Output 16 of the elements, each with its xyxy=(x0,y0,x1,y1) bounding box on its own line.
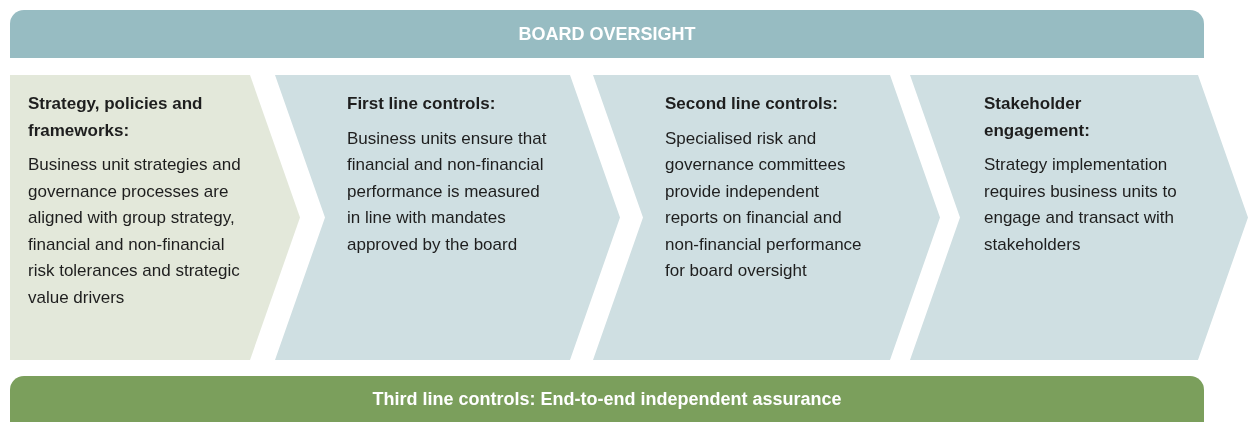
band-title: BOARD OVERSIGHT xyxy=(518,22,696,46)
chevron-step xyxy=(275,75,620,360)
step-heading: First line controls: xyxy=(347,93,497,115)
header-band xyxy=(10,10,1204,58)
step-heading: Stakeholder engagement: xyxy=(984,93,1091,142)
step-heading: Second line controls: xyxy=(665,93,839,115)
step-description: Business unit strategies and governance processes are aligned with group strategy, financial and non-financial risk tolerances and strategic value drivers xyxy=(28,154,242,309)
step-heading: Strategy, policies and frameworks: xyxy=(28,93,204,142)
footer-band xyxy=(10,376,1204,422)
step-description: Specialised risk and governance committees provide independent reports on financial and non-financial performance for board oversight xyxy=(665,127,863,282)
chevron-step xyxy=(10,75,300,360)
band-title: Third line controls: End-to-end independent assurance xyxy=(372,387,842,411)
chevron-step xyxy=(593,75,940,360)
chevron-step xyxy=(910,75,1248,360)
step-description: Strategy implementation requires business units to engage and transact with stakeholders xyxy=(984,154,1178,256)
step-description: Business units ensure that financial and non-financial performance is measured in line with mandates approved by the board xyxy=(347,127,547,256)
